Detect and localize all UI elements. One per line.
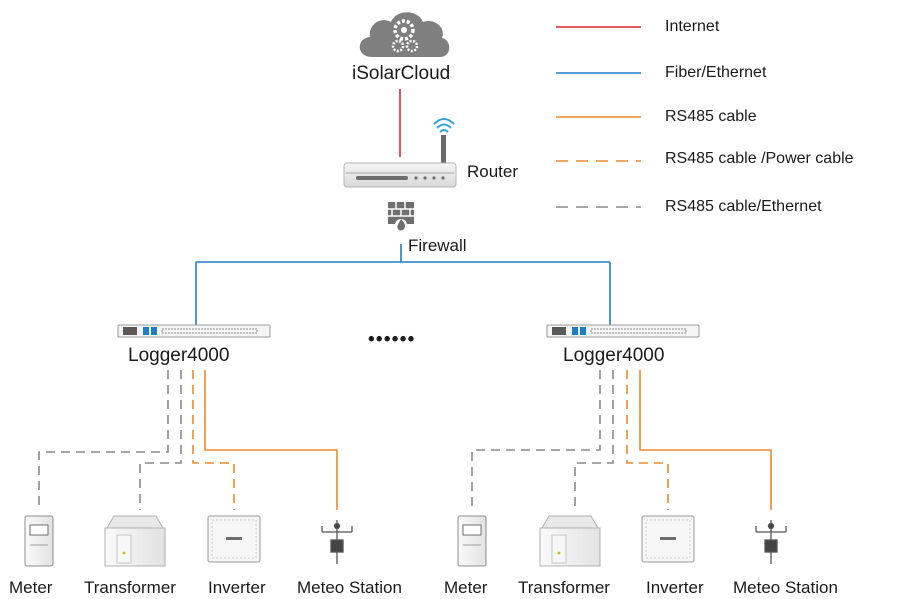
meteo-station-icon bbox=[321, 520, 353, 564]
cloud-gear-icon bbox=[359, 12, 450, 57]
transformer-icon bbox=[104, 515, 166, 567]
logger-device-icon bbox=[117, 324, 271, 338]
wifi-router-icon bbox=[343, 118, 457, 188]
device-label-inverter: Inverter bbox=[646, 578, 704, 597]
logger-device-icon bbox=[546, 324, 700, 338]
legend-label-rs485-power: RS485 cable /Power cable bbox=[665, 150, 854, 167]
legend-label-internet: Internet bbox=[665, 18, 720, 35]
firewall-icon bbox=[388, 202, 414, 231]
logger-label: Logger4000 bbox=[563, 345, 665, 366]
device-label-transformer: Transformer bbox=[84, 578, 176, 597]
inverter-icon bbox=[641, 515, 695, 563]
cloud-label: iSolarCloud bbox=[352, 63, 451, 84]
device-label-meter: Meter bbox=[9, 578, 53, 597]
legend-swatches bbox=[556, 26, 641, 208]
left-connections bbox=[38, 370, 338, 510]
ellipsis: • • • • • • bbox=[368, 329, 414, 350]
device-label-meteo-station: Meteo Station bbox=[297, 578, 402, 597]
device-label-meter: Meter bbox=[444, 578, 488, 597]
router-label: Router bbox=[467, 162, 519, 181]
fiber-links bbox=[195, 244, 611, 325]
transformer-icon bbox=[539, 515, 601, 567]
device-label-inverter: Inverter bbox=[208, 578, 266, 597]
right-connections bbox=[471, 370, 772, 510]
meteo-station-icon bbox=[755, 520, 787, 564]
device-label-meteo-station: Meteo Station bbox=[733, 578, 838, 597]
firewall-label: Firewall bbox=[408, 236, 467, 255]
legend-label-rs485: RS485 cable bbox=[665, 108, 757, 125]
legend-label-rs485-ethernet: RS485 cable/Ethernet bbox=[665, 198, 822, 215]
logger-label: Logger4000 bbox=[128, 345, 230, 366]
inverter-icon bbox=[207, 515, 261, 563]
device-label-transformer: Transformer bbox=[518, 578, 610, 597]
meter-icon bbox=[24, 515, 54, 567]
meter-icon bbox=[457, 515, 487, 567]
legend-label-fiber: Fiber/Ethernet bbox=[665, 64, 767, 81]
